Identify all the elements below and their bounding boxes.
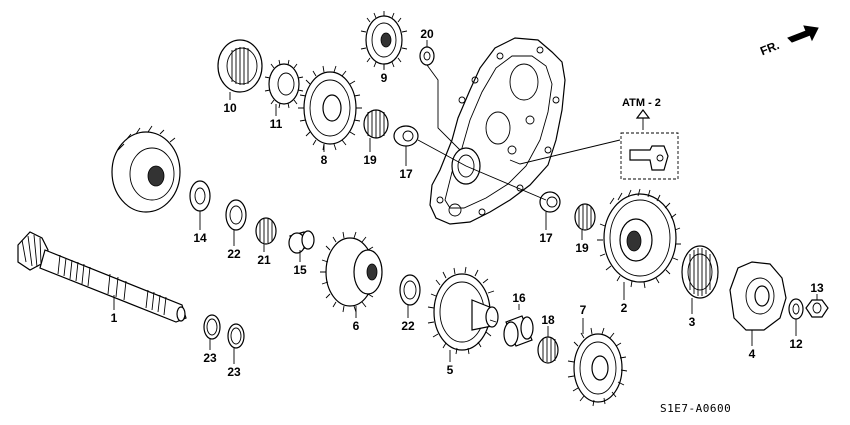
label-17-upper: 17 bbox=[399, 167, 413, 181]
part-11-gear bbox=[264, 59, 304, 109]
part-13-nut bbox=[805, 299, 829, 318]
front-direction-arrow bbox=[787, 25, 819, 43]
part-16-collar bbox=[503, 315, 534, 347]
atm-2-reference-box bbox=[620, 109, 679, 180]
label-12: 12 bbox=[789, 337, 803, 351]
label-5: 5 bbox=[447, 363, 454, 377]
label-11: 11 bbox=[270, 117, 283, 131]
part-23-snap-ring-b bbox=[227, 323, 245, 349]
label-23-a: 23 bbox=[203, 351, 217, 365]
label-6: 6 bbox=[353, 319, 360, 333]
part-14-seal bbox=[189, 180, 211, 212]
part-1-mainshaft bbox=[17, 231, 187, 323]
part-19-needle-bearing-upper bbox=[363, 109, 389, 139]
part-8-gear bbox=[298, 65, 362, 151]
part-3-bearing bbox=[681, 245, 719, 299]
label-21: 21 bbox=[257, 253, 271, 267]
label-22-lower: 22 bbox=[401, 319, 415, 333]
label-3: 3 bbox=[689, 315, 696, 329]
leader-lines bbox=[113, 40, 818, 364]
part-6-gear bbox=[320, 231, 383, 313]
part-17-washer-lower bbox=[539, 191, 561, 213]
part-labels: 1 2 3 4 5 6 7 8 9 10 11 12 13 14 15 16 1… bbox=[111, 27, 824, 379]
part-19-needle-bearing-lower bbox=[574, 203, 596, 231]
label-8: 8 bbox=[321, 153, 328, 167]
clutch-drum bbox=[111, 125, 181, 213]
diagram-code: S1E7-A0600 bbox=[660, 402, 731, 415]
label-15: 15 bbox=[293, 263, 307, 277]
label-17-lower: 17 bbox=[539, 231, 553, 245]
label-9: 9 bbox=[381, 71, 388, 85]
atm-2-arrow-head bbox=[635, 109, 651, 119]
label-13: 13 bbox=[810, 281, 824, 295]
label-18: 18 bbox=[541, 313, 555, 327]
part-21-needle-bearing bbox=[255, 217, 277, 245]
part-20-bearing bbox=[419, 46, 435, 66]
part-7-gear bbox=[567, 327, 628, 407]
part-12-washer bbox=[788, 298, 804, 320]
part-5-gear bbox=[427, 266, 499, 355]
label-16: 16 bbox=[512, 291, 526, 305]
part-15-collar bbox=[288, 230, 315, 254]
label-10: 10 bbox=[223, 101, 237, 115]
part-17-washer-upper bbox=[393, 125, 419, 147]
label-1: 1 bbox=[111, 311, 118, 325]
label-22-upper: 22 bbox=[227, 247, 241, 261]
label-2: 2 bbox=[621, 301, 628, 315]
label-20: 20 bbox=[420, 27, 434, 41]
part-18-needle-bearing bbox=[537, 336, 559, 364]
part-22-thrust-bearing-lower bbox=[399, 274, 421, 306]
label-4: 4 bbox=[749, 347, 756, 361]
part-22-thrust-bearing-upper bbox=[225, 199, 247, 231]
part-10-synchro bbox=[217, 39, 263, 93]
part-2-gear bbox=[597, 188, 681, 289]
fr-label: FR. bbox=[758, 38, 781, 58]
atm-2-label: ATM - 2 bbox=[622, 97, 661, 109]
label-19-lower: 19 bbox=[575, 241, 589, 255]
part-9-gear bbox=[360, 11, 408, 69]
part-4-parking-gear bbox=[729, 261, 787, 331]
label-14: 14 bbox=[193, 231, 207, 245]
label-7: 7 bbox=[580, 303, 587, 317]
label-23-b: 23 bbox=[227, 365, 241, 379]
label-19-upper: 19 bbox=[363, 153, 377, 167]
part-23-snap-ring-a bbox=[203, 314, 221, 340]
